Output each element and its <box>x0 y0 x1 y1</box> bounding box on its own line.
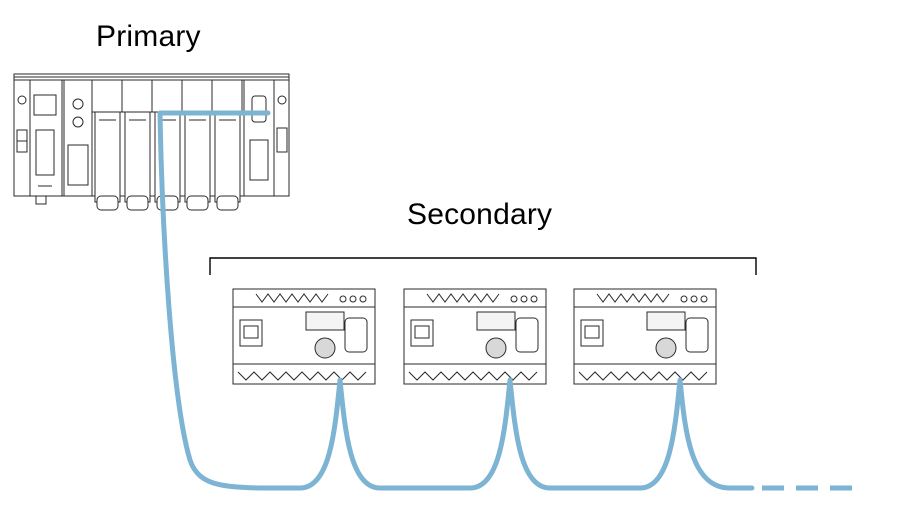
primary-label: Primary <box>96 20 201 53</box>
primary-plc-rack-icon <box>13 73 290 211</box>
secondary-bracket <box>209 257 757 275</box>
secondary-label: Secondary <box>407 198 553 231</box>
secondary-controller-module-icon-2 <box>403 288 547 385</box>
secondary-controller-module-icon-3 <box>573 288 717 385</box>
communication-cable <box>157 110 755 491</box>
secondary-controller-module-icon-1 <box>232 288 376 385</box>
